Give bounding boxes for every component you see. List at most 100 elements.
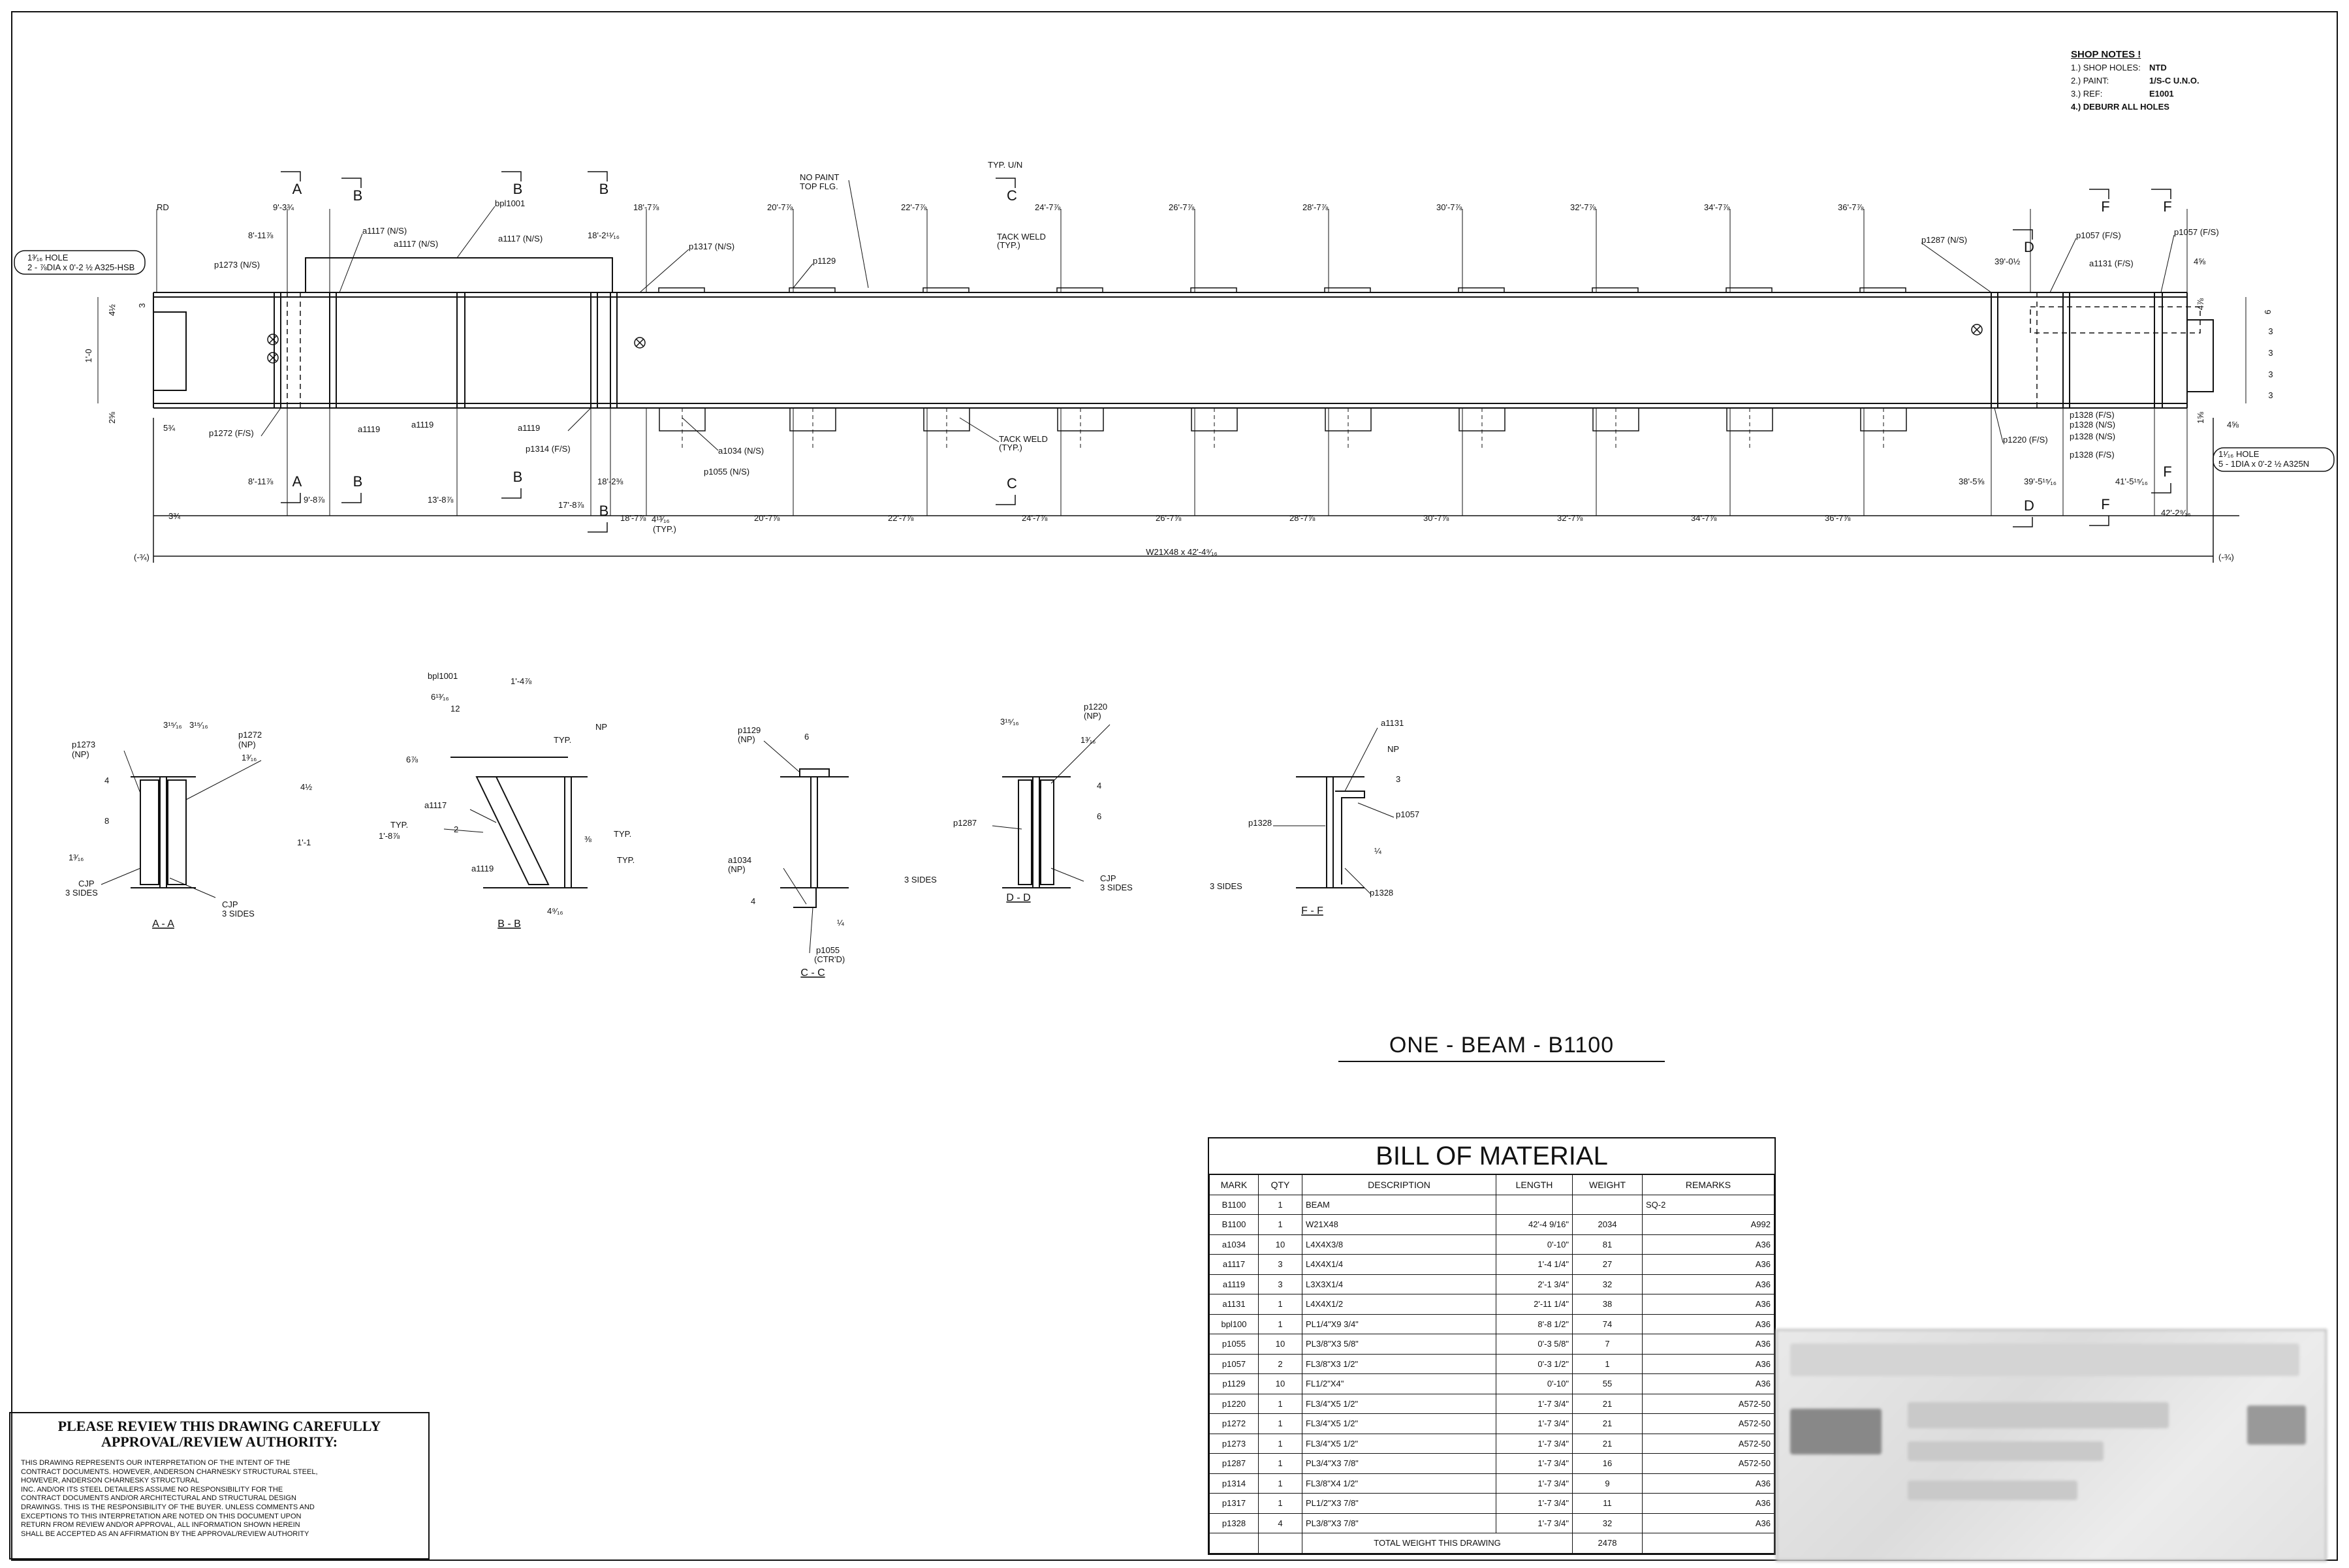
bottom-dim-text: 36'-7⅞ (1825, 513, 1851, 523)
top-dim-text: 32'-7⅞ (1570, 202, 1596, 212)
bom-cell-qty: 3 (1258, 1254, 1302, 1275)
section-label: p1220 (1084, 702, 1107, 712)
bom-cell-description: L4X4X3/8 (1302, 1234, 1496, 1255)
section-arrow (341, 178, 362, 188)
shop-note-value: NTD (2149, 63, 2167, 72)
flange-plate (1324, 287, 1371, 293)
leader-line (959, 417, 1000, 443)
leader-line (169, 877, 216, 898)
sheet-border (11, 11, 2338, 1561)
section-letter: B (353, 187, 363, 204)
leader-line (793, 263, 813, 289)
review-body: THIS DRAWING REPRESENTS OUR INTERPRETATI… (10, 1450, 428, 1539)
top-dim-text: 26'-7⅞ (1169, 202, 1195, 212)
bom-cell-length: 1'-7 3/4" (1496, 1393, 1573, 1414)
bom-cell-qty: 1 (1258, 1473, 1302, 1494)
top-dim-text: 4⅝ (2194, 257, 2205, 266)
bolt-symbols (267, 324, 1983, 364)
top-dim-text: RD (157, 202, 169, 212)
bottom-dim-text: 30'-7⅞ (1423, 513, 1449, 523)
section-label: 3¹⁵⁄₁₆ (189, 720, 208, 730)
top-part-label: p1287 (N/S) (1921, 235, 1967, 245)
bom-cell-remarks: A36 (1642, 1274, 1774, 1294)
section-label: p1055 (816, 945, 840, 955)
top-part-label: p1273 (N/S) (214, 260, 260, 270)
title-block-redacted (1776, 1329, 2327, 1561)
leader-line (1050, 724, 1111, 784)
right-vert-dim: 6 (2263, 309, 2273, 314)
section-arrow (2089, 189, 2109, 199)
section-label: (CTR'D) (814, 954, 845, 964)
top-part-label: a1117 (N/S) (498, 234, 543, 243)
section-letter: C (1007, 187, 1017, 204)
section-label: a1131 (1381, 718, 1404, 728)
review-line: CONTRACT DOCUMENTS AND/OR ARCHITECTURAL … (21, 1494, 296, 1503)
section-label: TYP. (554, 735, 571, 745)
section-label: 1'-4⅞ (511, 676, 531, 686)
section-title: F - F (1301, 905, 1323, 917)
top-part-label: TYP. U/N (988, 160, 1022, 170)
section-label: 6⅞ (406, 755, 418, 764)
section-arrow (281, 171, 301, 181)
bottom-dim-text: 18'-7⅞ (620, 513, 646, 523)
bom-cell-qty: 1 (1258, 1294, 1302, 1315)
overall-dimension (153, 418, 2239, 563)
section-arrow (588, 522, 608, 533)
bom-cell-description: FL3/8"X4 1/2" (1302, 1473, 1496, 1494)
section-label: ⅜ (584, 834, 591, 844)
section-label: p1328 (1370, 888, 1393, 898)
section-label: p1272 (238, 730, 262, 740)
bom-header-weight: WEIGHT (1572, 1174, 1643, 1195)
bom-header-length: LENGTH (1496, 1174, 1573, 1195)
bom-cell-weight (1572, 1194, 1643, 1215)
bom-cell-mark: p1328 (1209, 1513, 1259, 1533)
leader-line (123, 750, 141, 794)
section-letter: D (2024, 239, 2034, 255)
section-label: 6 (804, 732, 809, 742)
bottom-dim-text: 41'-5¹⁵⁄₁₆ (2115, 477, 2148, 486)
left-vert-dim: 1'-0 (84, 349, 93, 362)
shop-notes-title: SHOP NOTES ! (2071, 49, 2141, 60)
bom-cell-mark: a1117 (1209, 1254, 1259, 1275)
bom-cell-description: FL3/8"X3 1/2" (1302, 1353, 1496, 1374)
bom-cell-qty: 3 (1258, 1274, 1302, 1294)
bom-cell-remarks: A572-50 (1642, 1413, 1774, 1434)
bom-cell-qty: 1 (1258, 1413, 1302, 1434)
right-end-dim: (-¾) (2218, 552, 2234, 562)
bom-cell-mark: p1129 (1209, 1373, 1259, 1394)
right-hole-note: 1¹⁄₁₆ HOLE 5 - 1DIA x 0'-2 ½ A325N (2213, 447, 2335, 472)
bom-cell-length (1496, 1194, 1573, 1215)
top-dim-text: 39'-0½ (1994, 257, 2021, 266)
bom-cell-description: L4X4X1/4 (1302, 1254, 1496, 1275)
section-letter: B (513, 469, 523, 485)
review-heading-1: PLEASE REVIEW THIS DRAWING CAREFULLY (57, 1418, 381, 1434)
review-heading-2: APPROVAL/REVIEW AUTHORITY: (101, 1434, 338, 1450)
section-arrow (2089, 516, 2109, 526)
leader-line (682, 417, 719, 451)
right-vert-dim: 3 (2268, 326, 2273, 336)
bottom-dim-text: 13'-8⅞ (428, 495, 454, 505)
bom-cell-weight: 7 (1572, 1334, 1643, 1355)
section-label: CJP (1100, 873, 1116, 883)
top-dim-text: 9'-3¾ (273, 202, 294, 212)
bottom-dim-text: 26'-7⅞ (1156, 513, 1182, 523)
flange-plate (1726, 287, 1773, 293)
section-label: 4½ (300, 782, 312, 792)
bom-cell-description: BEAM (1302, 1194, 1496, 1215)
bom-cell-weight: 2034 (1572, 1214, 1643, 1235)
bom-cell-description: L3X3X1/4 (1302, 1274, 1496, 1294)
bottom-part-label: TACK WELD (999, 434, 1048, 444)
left-vertical-dims: 4½1'-02⅝3 (84, 297, 147, 424)
top-dim-text: 20'-7⅞ (767, 202, 793, 212)
bom-cell-weight: 55 (1572, 1373, 1643, 1394)
top-part-label: p1129 (813, 256, 836, 266)
right-vert-dim: 4⅝ (2227, 420, 2239, 430)
section-label: 2 (454, 824, 458, 834)
review-line: CONTRACT DOCUMENTS. HOWEVER, ANDERSON CH… (21, 1467, 318, 1476)
review-line: RETURN FROM REVIEW AND/OR APPROVAL, ALL … (21, 1521, 300, 1529)
bom-cell-weight: 32 (1572, 1513, 1643, 1533)
